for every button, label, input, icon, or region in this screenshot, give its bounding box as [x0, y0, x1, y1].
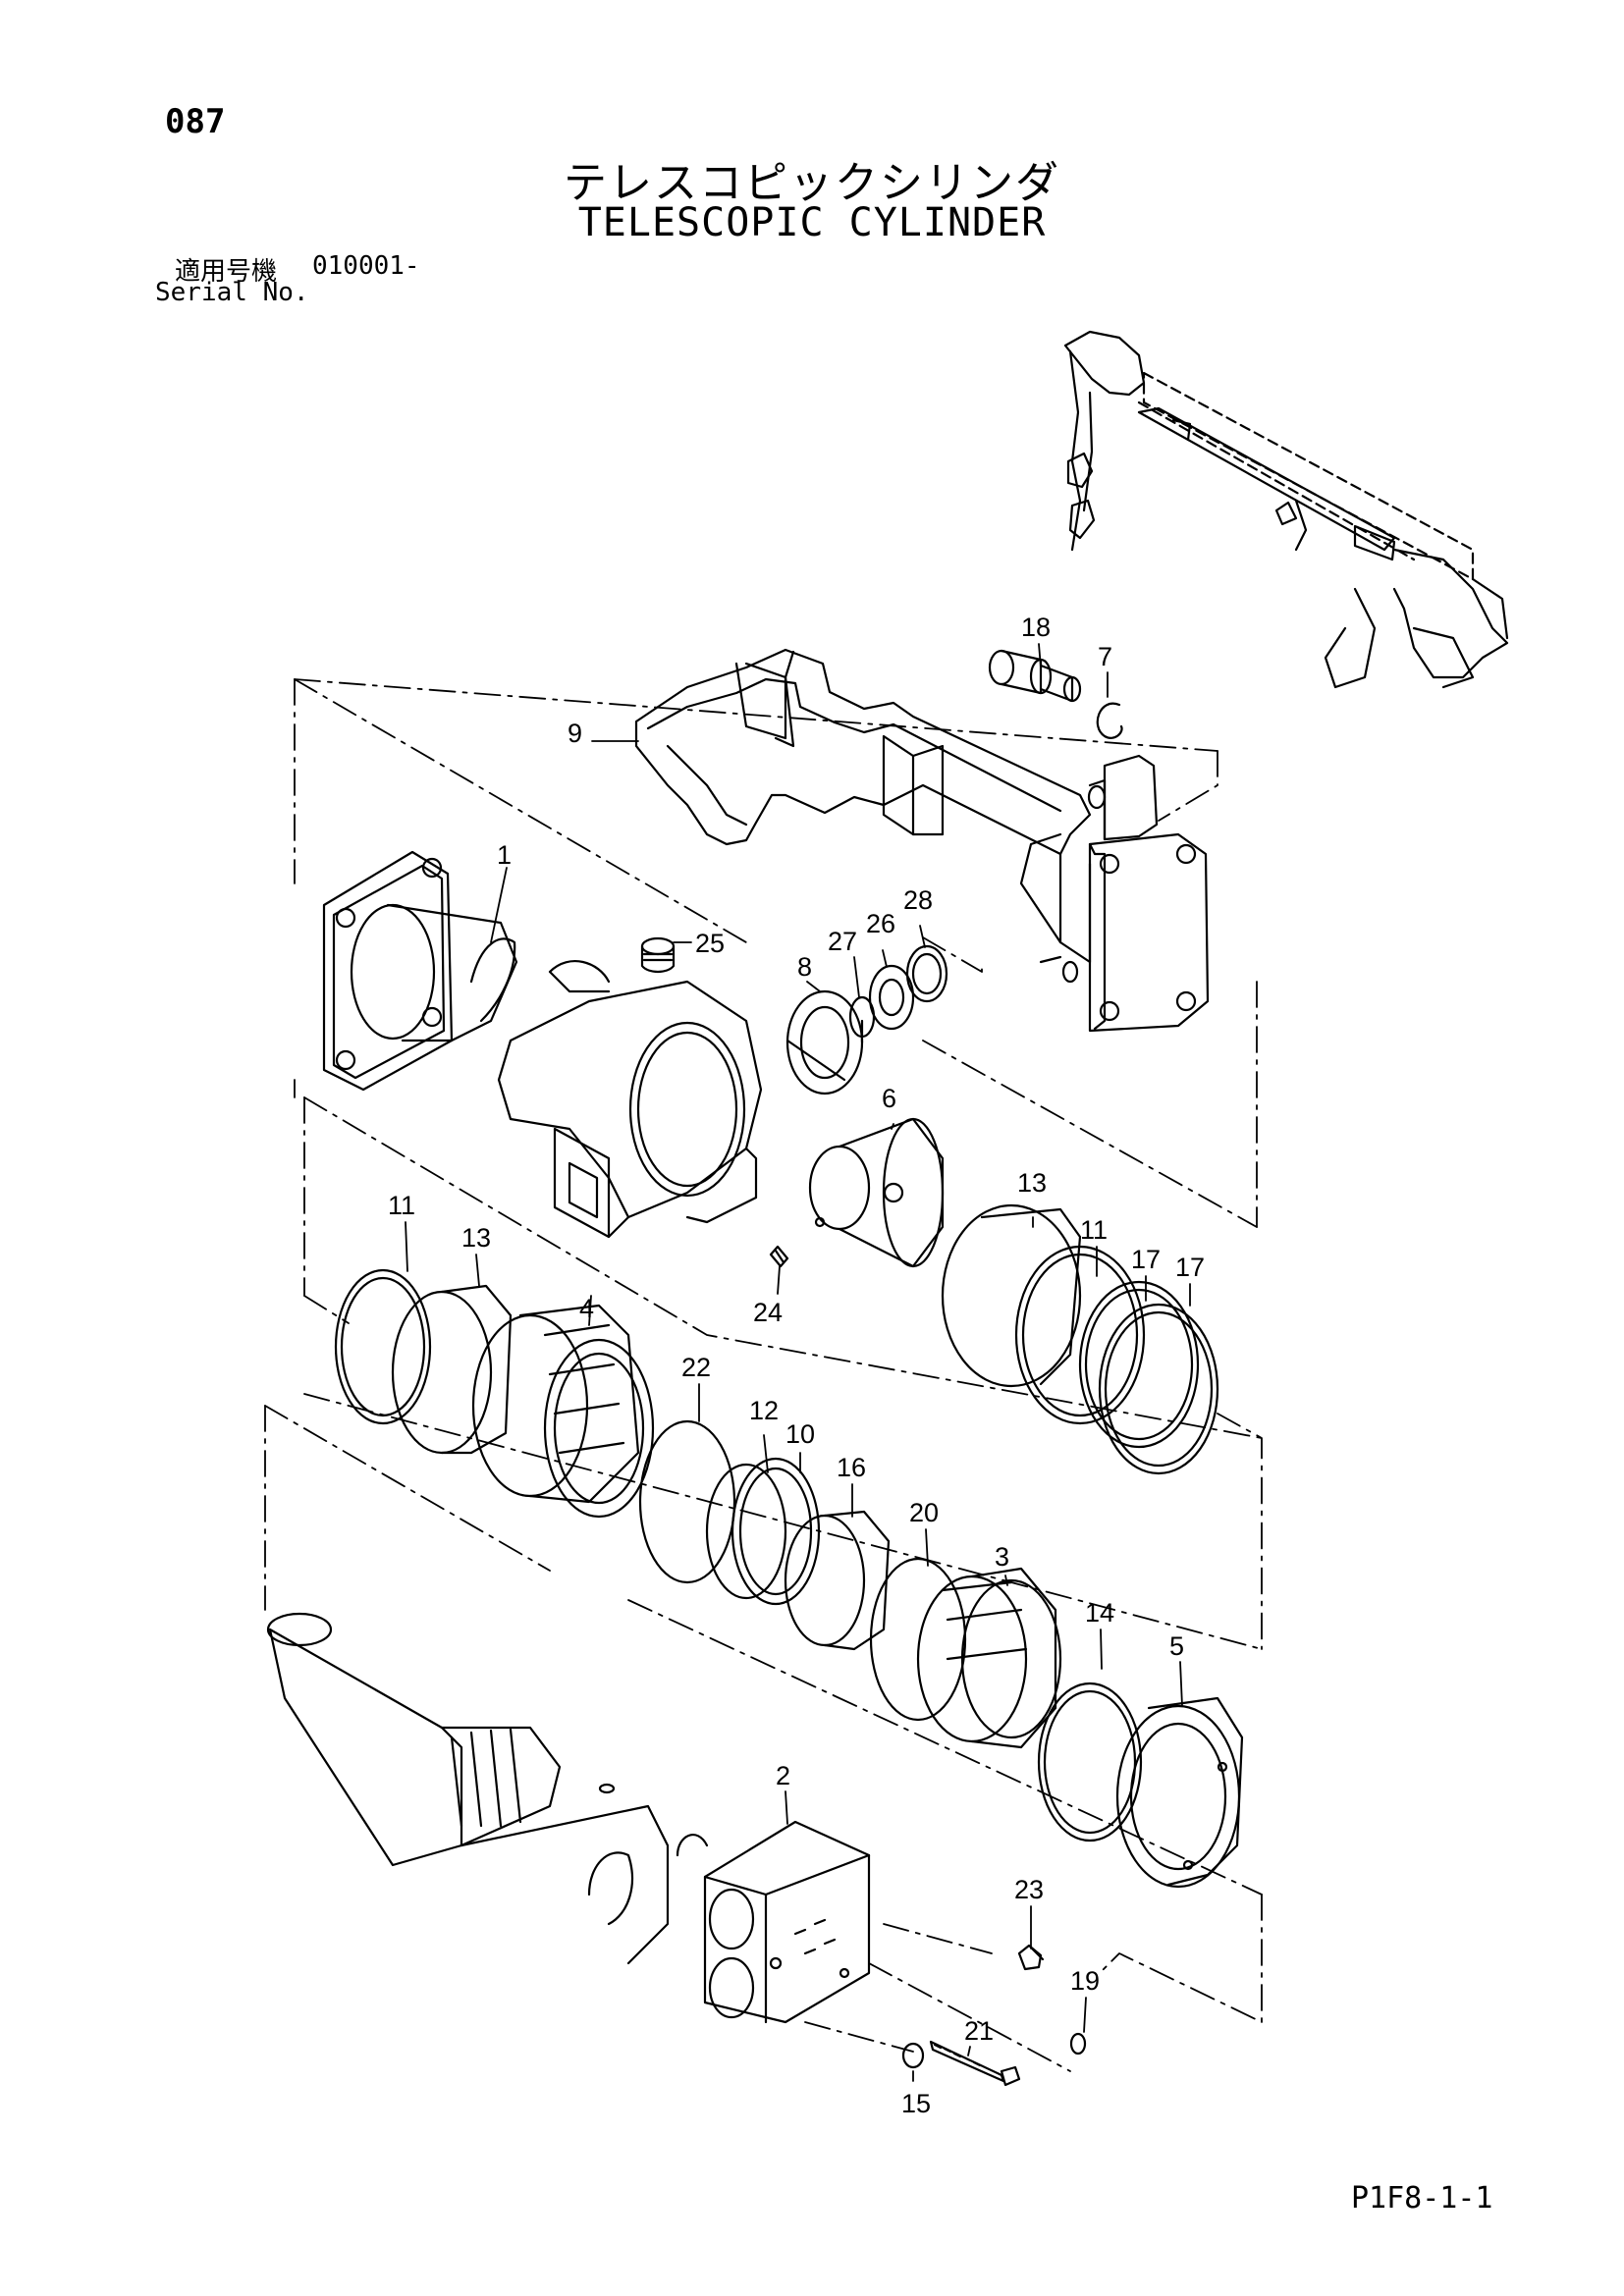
callout-10: 10: [785, 1419, 815, 1449]
callout-2: 2: [776, 1761, 790, 1790]
parts-27-26-28-seal-rings: [848, 944, 948, 1039]
callout-9: 9: [568, 719, 582, 748]
callout-25: 25: [695, 929, 725, 958]
callout-14: 14: [1085, 1598, 1114, 1628]
part-2-rod-head-block: [676, 1820, 871, 2024]
part-14-ring-and-part-5-nut: [1037, 1682, 1244, 1889]
callout-23: 23: [1014, 1875, 1044, 1904]
part-18-pin: [988, 649, 1082, 703]
callout-labels: 1 2 3 4 5 6 7 8 9 10 11 11 12 13 13 14 1…: [388, 613, 1205, 2118]
part-20-ring-and-part-3-piston: [869, 1557, 1062, 1749]
right-ring-set: [941, 1203, 1219, 1475]
callout-27: 27: [828, 927, 857, 956]
part-1-cylinder-head: [322, 850, 518, 1092]
page-number: 087: [165, 102, 226, 141]
part-21-bolt: [929, 2040, 1021, 2087]
callout-13a: 13: [461, 1223, 491, 1253]
part-7-snap-ring: [1096, 702, 1123, 739]
title-english: TELESCOPIC CYLINDER: [577, 200, 1047, 245]
callout-26: 26: [866, 909, 895, 938]
callout-11b: 11: [1080, 1215, 1108, 1245]
serial-range: 010001-: [312, 251, 420, 281]
part-15-washer: [901, 2042, 925, 2069]
part-6-piston: [808, 1117, 945, 1268]
title-japanese: テレスコピックシリンダ: [564, 158, 1060, 208]
part-24-set-screw: [769, 1245, 789, 1268]
part-25-grease-fitting: [640, 936, 676, 974]
callout-17b: 17: [1175, 1253, 1205, 1282]
callout-20: 20: [909, 1498, 939, 1527]
serial-label-japanese: 適用号機: [175, 257, 278, 287]
middle-ring-set: [638, 1419, 891, 1651]
figure-code: P1F8-1-1: [1351, 2181, 1493, 2216]
small-fittings: [901, 1944, 1087, 2087]
cylinder-mounting-flange: [1039, 754, 1210, 1033]
part-8-gland-nut: [785, 989, 864, 1095]
callout-28: 28: [903, 885, 933, 915]
callout-leaders: [405, 643, 1191, 2082]
callout-1: 1: [497, 840, 512, 870]
callout-5: 5: [1169, 1631, 1184, 1661]
cylinder-barrel-with-trunnion: [497, 960, 763, 1239]
callout-6: 6: [882, 1084, 896, 1113]
callout-4: 4: [579, 1294, 594, 1323]
machine-overview-thumbnail: [1063, 330, 1509, 689]
callout-12: 12: [749, 1396, 779, 1425]
callout-11a: 11: [388, 1191, 415, 1220]
left-rings-and-rod-head: [334, 1268, 655, 1519]
callout-19: 19: [1070, 1966, 1100, 1996]
callout-16: 16: [837, 1453, 866, 1482]
callout-7: 7: [1098, 642, 1112, 671]
callout-22: 22: [681, 1353, 711, 1382]
callout-3: 3: [995, 1542, 1009, 1572]
serial-label-english: Serial No.: [155, 278, 309, 307]
callout-18: 18: [1021, 613, 1051, 642]
part-9-bracket-frame: [634, 648, 1092, 964]
callout-21: 21: [964, 2016, 994, 2046]
part-23-fitting: [1017, 1944, 1045, 1971]
piston-rod: [266, 1612, 670, 1965]
callout-15: 15: [901, 2089, 931, 2118]
callout-13b: 13: [1017, 1168, 1047, 1198]
callout-17a: 17: [1131, 1245, 1161, 1274]
callout-8: 8: [797, 952, 812, 982]
part-19-o-ring: [1069, 2032, 1087, 2056]
assembly-centerlines: [264, 678, 1263, 2072]
callout-24: 24: [753, 1298, 783, 1327]
